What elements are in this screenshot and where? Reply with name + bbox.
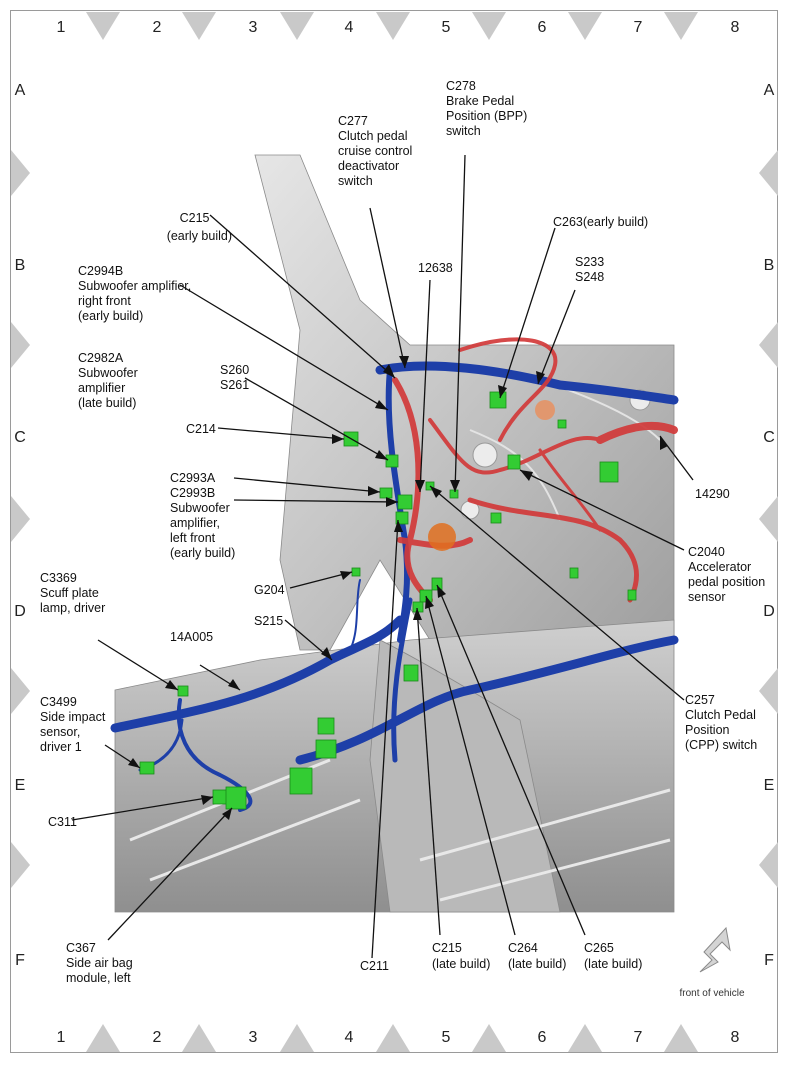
connector-c2993a: [379, 487, 393, 499]
border-markers: [11, 12, 778, 1052]
grid-row-b-right: B: [764, 257, 775, 274]
grid-col-2: 2: [153, 19, 162, 36]
grid-row-a: A: [15, 82, 26, 99]
label-c215-late: C215 (late build): [432, 941, 490, 971]
leader-arrowheads: [128, 356, 668, 820]
grid-col-3: 3: [249, 19, 258, 36]
label-s260-s261: S260 S261: [220, 363, 253, 392]
grid-row-e: E: [15, 777, 26, 794]
label-c211: C211: [360, 959, 389, 973]
connector-small-1: [490, 512, 502, 524]
connector-c278: [449, 489, 459, 499]
label-c263: C263(early build): [553, 215, 648, 229]
grid-row-c: C: [14, 429, 26, 446]
grid-row-e-right: E: [764, 777, 775, 794]
label-s215: S215: [254, 614, 283, 628]
connector-floor-3: [317, 717, 335, 735]
label-14290: 14290: [695, 487, 730, 501]
label-12638: 12638: [418, 261, 453, 275]
label-c3369: C3369 Scuff plate lamp, driver: [40, 571, 105, 615]
connector-c367: [225, 786, 247, 810]
label-c215-early: C215 (early build): [167, 211, 232, 243]
grid-col-6: 6: [538, 19, 547, 36]
grid-row-c-right: C: [763, 429, 775, 446]
grid-col-2-bottom: 2: [153, 1029, 162, 1046]
grid-col-8-bottom: 8: [731, 1029, 740, 1046]
grommet: [428, 523, 456, 551]
label-c277: C277 Clutch pedal cruise control deactiv…: [338, 114, 416, 188]
connector-floor-1: [289, 767, 313, 795]
label-c2982a: C2982A Subwoofer amplifier (late build): [78, 351, 141, 410]
grid-col-7: 7: [634, 19, 643, 36]
grid-row-labels-left: A B C D E F: [14, 82, 26, 969]
connector-floor-4: [403, 664, 419, 682]
grid-column-labels-bottom: 1 2 3 4 5 6 7 8: [57, 1029, 740, 1046]
grid-column-labels-top: 1 2 3 4 5 6 7 8: [57, 19, 740, 36]
grid-row-b: B: [15, 257, 26, 274]
grid-row-f: F: [15, 952, 25, 969]
label-c367: C367 Side air bag module, left: [66, 941, 136, 985]
label-c2040: C2040 Accelerator pedal position sensor: [688, 545, 769, 604]
grid-col-1-bottom: 1: [57, 1029, 66, 1046]
grid-col-1: 1: [57, 19, 66, 36]
grid-row-f-right: F: [764, 952, 774, 969]
connector-small-3: [627, 589, 637, 601]
label-g204: G204: [254, 583, 285, 597]
label-c264: C264 (late build): [508, 941, 566, 971]
connector-c2040: [507, 454, 521, 470]
connector-c2993b: [397, 494, 413, 510]
connector-right-side: [599, 461, 619, 483]
label-14a005: 14A005: [170, 630, 213, 644]
grid-col-4-bottom: 4: [345, 1029, 354, 1046]
connector-small-2: [569, 567, 579, 579]
label-c257: C257 Clutch Pedal Position (CPP) switch: [685, 693, 759, 752]
grid-row-a-right: A: [764, 82, 775, 99]
grid-col-5: 5: [442, 19, 451, 36]
connector-c265: [431, 577, 443, 591]
label-c214: C214: [186, 422, 216, 436]
connectors: [139, 391, 637, 810]
arrow-up-right-icon: [699, 926, 731, 973]
label-c311: C311: [48, 815, 77, 829]
grommet-upper: [535, 400, 555, 420]
grid-col-7-bottom: 7: [634, 1029, 643, 1046]
label-c3499: C3499 Side impact sensor, driver 1: [40, 695, 109, 754]
front-of-vehicle-label: front of vehicle: [679, 988, 744, 999]
label-c2994b: C2994B Subwoofer amplifier, right front …: [78, 264, 195, 323]
label-s233-s248: S233 S248: [575, 255, 608, 284]
grid-row-d: D: [14, 603, 26, 620]
connector-c211: [395, 511, 409, 525]
grid-col-4: 4: [345, 19, 354, 36]
label-c278: C278 Brake Pedal Position (BPP) switch: [446, 79, 531, 138]
callout-labels: C277 Clutch pedal cruise control deactiv…: [40, 79, 769, 985]
label-c265: C265 (late build): [584, 941, 642, 971]
connector-g204: [351, 567, 361, 577]
front-of-vehicle-indicator: front of vehicle: [679, 926, 745, 999]
grid-col-3-bottom: 3: [249, 1029, 258, 1046]
wiring-harness-red: [392, 337, 678, 603]
connector-floor-2: [315, 739, 337, 759]
grid-col-6-bottom: 6: [538, 1029, 547, 1046]
connector-c3499: [139, 761, 155, 775]
connector-c311: [212, 789, 228, 805]
connector-c263: [489, 391, 507, 409]
connector-small-4: [557, 419, 567, 429]
grid-row-d-right: D: [763, 603, 775, 620]
connector-c3369: [177, 685, 189, 697]
grid-col-8: 8: [731, 19, 740, 36]
grid-row-labels-right: A B C D E F: [763, 82, 775, 969]
grid-col-5-bottom: 5: [442, 1029, 451, 1046]
label-c2993: C2993A C2993B Subwoofer amplifier, left …: [170, 471, 235, 560]
connector-s260: [385, 454, 399, 468]
